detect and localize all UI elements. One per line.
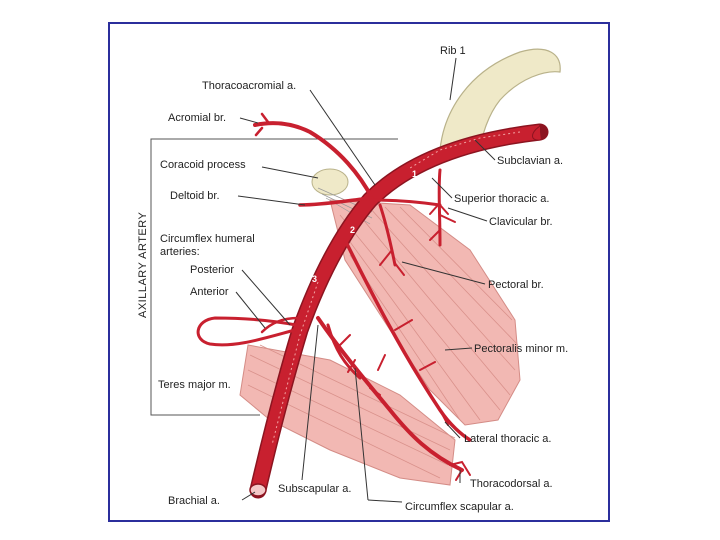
part-number-3: 3 <box>312 274 317 284</box>
axillary-bracket <box>150 138 398 416</box>
label-brachial: Brachial a. <box>168 495 220 507</box>
label-subclavian: Subclavian a. <box>497 155 563 167</box>
label-deltoid-branch: Deltoid br. <box>170 190 220 202</box>
brachial-cut-end <box>249 483 267 497</box>
pectoralis-minor-muscle <box>329 199 521 426</box>
part-number-2: 2 <box>350 225 355 235</box>
label-thoracoacromial: Thoracoacromial a. <box>202 80 296 92</box>
label-acromial-branch: Acromial br. <box>168 112 226 124</box>
label-posterior: Posterior <box>190 264 234 276</box>
label-thoracodorsal: Thoracodorsal a. <box>470 478 553 490</box>
label-pectoral-branch: Pectoral br. <box>488 279 544 291</box>
pectoralis-minor-fibers <box>339 206 519 421</box>
label-superior-thoracic: Superior thoracic a. <box>454 193 549 205</box>
label-pectoralis-minor: Pectoralis minor m. <box>474 343 568 355</box>
rib-1 <box>439 48 561 151</box>
part-number-1: 1 <box>412 169 417 179</box>
label-coracoid-process: Coracoid process <box>160 159 246 171</box>
label-rib-1: Rib 1 <box>440 45 466 57</box>
label-clavicular-branch: Clavicular br. <box>489 216 553 228</box>
label-anterior: Anterior <box>190 286 229 298</box>
leader-lines <box>235 57 496 503</box>
label-subscapular: Subscapular a. <box>278 483 351 495</box>
label-circumflex-humeral-line1: Circumflex humeral <box>160 233 255 245</box>
label-circumflex-scapular: Circumflex scapular a. <box>405 501 514 513</box>
label-axillary-artery: AXILLARY ARTERY <box>137 211 149 318</box>
coracoid-process <box>311 168 349 196</box>
label-lateral-thoracic: Lateral thoracic a. <box>464 433 551 445</box>
label-teres-major: Teres major m. <box>158 379 231 391</box>
artery-branches <box>196 112 472 481</box>
label-circumflex-humeral-line2: arteries: <box>160 246 200 258</box>
